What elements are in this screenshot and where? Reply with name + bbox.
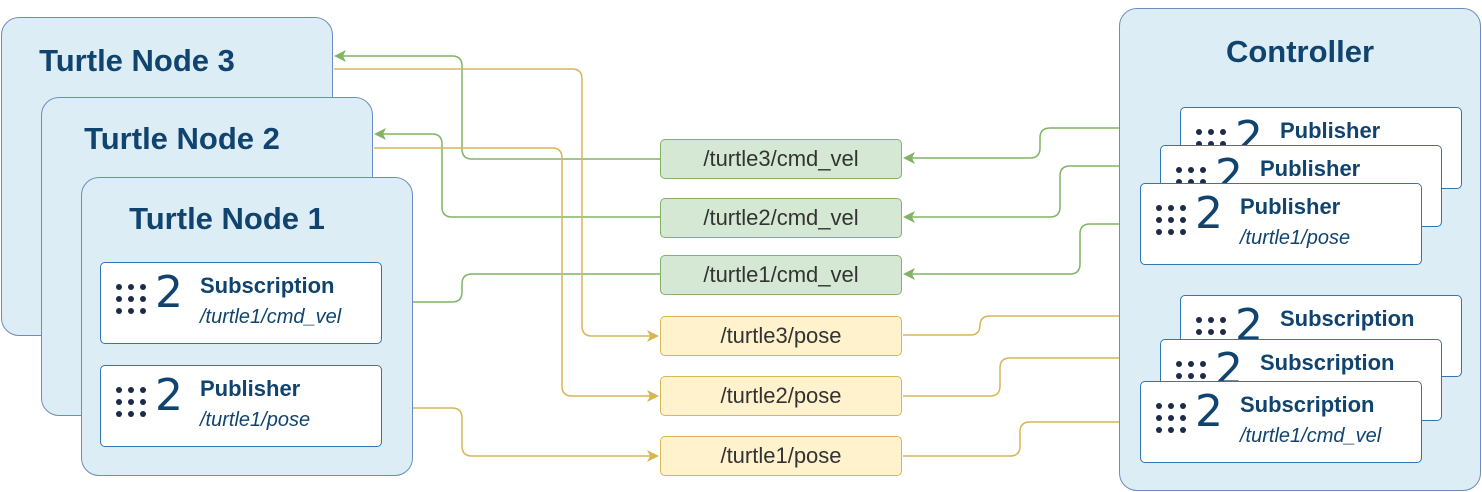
grid-dots-icon [1156, 205, 1186, 235]
topic-turtle2-cmd-vel: /turtle2/cmd_vel [660, 198, 902, 238]
edge-turtle1-pose-to-controller-sub1 [903, 416, 1138, 457]
edge-node3-to-turtle3-pose [334, 68, 659, 342]
edge-node2-to-turtle2-pose [374, 147, 659, 402]
edge-turtle1-cmd-vel-to-subscription [383, 273, 660, 308]
publisher-label: Publisher [200, 376, 301, 401]
subscription-label: Subscription [1280, 306, 1415, 331]
publisher-count: 2 [155, 370, 183, 421]
edge-publisher-to-turtle1-pose [383, 407, 659, 462]
edge-turtle3-pose-to-controller-sub3 [903, 310, 1178, 336]
turtle-node-3-title: Turtle Node 3 [39, 43, 235, 78]
node1-subscription-card: 2 Subscription /turtle1/cmd_vel [100, 262, 382, 344]
subscription-label: Subscription [1260, 350, 1395, 375]
controller-subscription-card: 2 Subscription /turtle1/cmd_vel [1140, 381, 1422, 463]
topic-turtle1-pose: /turtle1/pose [660, 436, 902, 476]
publisher-label: Publisher [1240, 194, 1341, 219]
subscription-topic: /turtle1/cmd_vel [200, 306, 342, 328]
edge-turtle2-pose-to-controller-sub2 [903, 352, 1158, 397]
publisher-label: Publisher [1260, 156, 1361, 181]
controller-title: Controller [1225, 34, 1375, 69]
topic-turtle3-cmd-vel: /turtle3/cmd_vel [660, 139, 902, 179]
grid-dots-icon [1156, 403, 1186, 433]
turtle-node-1-title: Turtle Node 1 [129, 201, 325, 236]
subscription-count: 2 [1195, 386, 1223, 437]
publisher-label: Publisher [1280, 118, 1381, 143]
publisher-topic: /turtle1/pose [200, 409, 311, 431]
edge-controller-pub1-to-turtle1-cmd-vel [903, 223, 1140, 280]
topic-turtle3-pose: /turtle3/pose [660, 316, 902, 356]
publisher-count: 2 [1195, 188, 1223, 239]
publisher-topic: /turtle1/pose [1240, 227, 1351, 249]
topic-turtle1-cmd-vel: /turtle1/cmd_vel [660, 255, 902, 295]
node1-publisher-card: 2 Publisher /turtle1/pose [100, 365, 382, 447]
edge-turtle3-cmd-vel-to-node3 [334, 50, 660, 160]
edge-controller-pub3-to-turtle3-cmd-vel [903, 127, 1180, 164]
subscription-topic: /turtle1/cmd_vel [1240, 425, 1382, 447]
subscription-count: 2 [155, 267, 183, 318]
edge-controller-pub2-to-turtle2-cmd-vel [903, 165, 1160, 223]
turtle-node-2-title: Turtle Node 2 [84, 121, 280, 156]
grid-dots-icon [116, 387, 146, 417]
grid-dots-icon [116, 284, 146, 314]
edge-turtle2-cmd-vel-to-node2 [374, 128, 660, 218]
controller-publisher-card: 2 Publisher /turtle1/pose [1140, 183, 1422, 265]
subscription-label: Subscription [1240, 392, 1375, 417]
subscription-label: Subscription [200, 273, 335, 298]
topic-turtle2-pose: /turtle2/pose [660, 376, 902, 416]
